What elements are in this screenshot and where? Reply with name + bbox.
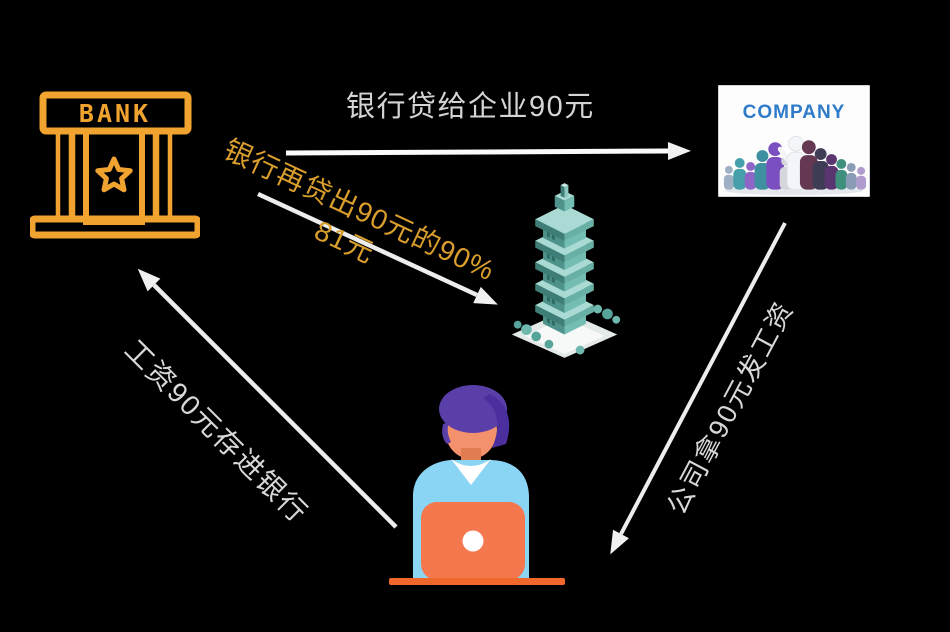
bank-to-company-label: 银行贷给企业90元 — [346, 91, 595, 123]
bank-sign-text: BANK — [79, 99, 151, 128]
star-icon — [95, 156, 133, 193]
company-crowd-image — [723, 135, 867, 196]
collar — [451, 459, 491, 485]
laptop-logo — [462, 530, 484, 552]
bank-building-icon: BANK — [30, 91, 200, 239]
office-tower-icon — [511, 183, 621, 358]
worker-to-bank-arrow — [137, 268, 398, 529]
company-card: COMPANY — [718, 85, 870, 197]
bush-icons — [513, 304, 621, 355]
bank-to-company-arrow — [285, 142, 691, 160]
worker-at-laptop-icon — [389, 385, 565, 585]
company-to-worker-arrow — [610, 222, 787, 555]
desk — [389, 578, 565, 585]
bank-reloan-arrow — [257, 191, 498, 305]
company-sign-text: COMPANY — [742, 102, 846, 123]
